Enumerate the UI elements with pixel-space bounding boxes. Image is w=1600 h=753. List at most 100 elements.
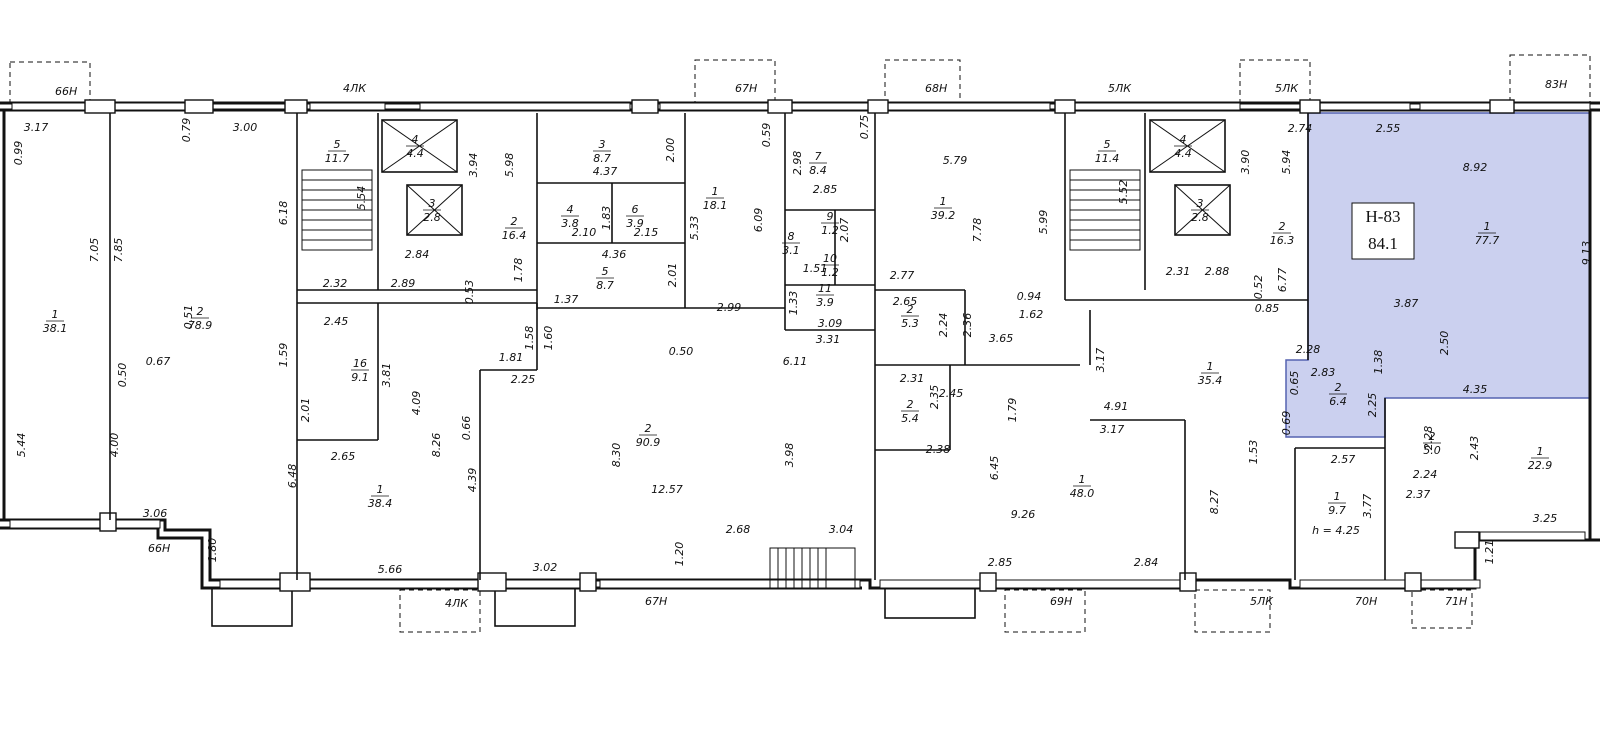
room-label: 44.4 bbox=[1174, 133, 1192, 160]
room-area: 3.1 bbox=[782, 244, 800, 257]
room-area: 11.4 bbox=[1095, 152, 1120, 165]
unit-label: Н-83 84.1 bbox=[1351, 202, 1415, 260]
opening-bottom-label: 66Н bbox=[148, 542, 170, 555]
room-area: 9.1 bbox=[351, 371, 369, 384]
room-area: 3.8 bbox=[561, 217, 579, 230]
room-number: 4 bbox=[412, 133, 419, 146]
dimension-label: 2.43 bbox=[1468, 436, 1481, 461]
dimension-label: 1.37 bbox=[554, 293, 579, 306]
room-area: 16.3 bbox=[1270, 234, 1295, 247]
dimension-label: 0.66 bbox=[460, 416, 473, 441]
dimension-label: 3.77 bbox=[1361, 494, 1374, 519]
dimension-label: 3.65 bbox=[989, 332, 1014, 345]
room-label: 101.2 bbox=[821, 252, 839, 279]
room-area: 39.2 bbox=[931, 209, 956, 222]
opening-top-label: 68Н bbox=[925, 82, 947, 95]
dimension-label: 2.50 bbox=[1438, 331, 1451, 356]
dimension-label: 5.98 bbox=[503, 153, 516, 178]
dimension-label: 6.11 bbox=[783, 355, 808, 368]
room-number: 2 bbox=[1279, 220, 1286, 233]
dimension-label: 0.94 bbox=[1017, 290, 1042, 303]
room-area: 2.8 bbox=[1191, 211, 1209, 224]
dimension-label: 8.92 bbox=[1463, 161, 1488, 174]
dimension-label: 9.26 bbox=[1011, 508, 1036, 521]
dimension-label: 3.17 bbox=[24, 121, 49, 134]
dimension-label: 6.18 bbox=[277, 201, 290, 226]
dimension-label: 1.21 bbox=[1483, 540, 1496, 565]
room-label: 169.1 bbox=[351, 357, 369, 384]
room-label: 58.7 bbox=[596, 265, 614, 292]
dimension-label: 7.78 bbox=[971, 218, 984, 243]
room-area: 3.9 bbox=[626, 217, 644, 230]
room-label: 63.9 bbox=[626, 203, 644, 230]
room-label: 32.8 bbox=[1191, 197, 1209, 224]
dimension-label: 5.79 bbox=[943, 154, 968, 167]
dimension-label: 2.98 bbox=[791, 151, 804, 176]
dimension-label: 1.38 bbox=[1372, 350, 1385, 375]
room-area: 1.2 bbox=[821, 224, 839, 237]
dimension-label: 6.09 bbox=[752, 208, 765, 233]
room-label: 139.2 bbox=[931, 195, 956, 222]
room-label: 118.1 bbox=[703, 185, 728, 212]
opening-top-label: 66Н bbox=[55, 85, 77, 98]
dimension-label: 0.51 bbox=[182, 305, 195, 330]
room-label: 32.8 bbox=[423, 197, 441, 224]
opening-top-label: 5ЛК bbox=[1108, 82, 1132, 95]
room-label: 138.1 bbox=[43, 308, 68, 335]
columns bbox=[84, 99, 1515, 592]
dimension-label: 2.25 bbox=[511, 373, 536, 386]
room-area: 2.8 bbox=[423, 211, 441, 224]
dimension-label: 2.45 bbox=[939, 387, 964, 400]
dimension-label: 4.36 bbox=[602, 248, 627, 261]
dimension-label: 2.84 bbox=[405, 248, 430, 261]
dimension-label: 2.99 bbox=[717, 301, 742, 314]
dimension-label: 2.83 bbox=[1311, 366, 1336, 379]
room-label: 25.4 bbox=[901, 398, 919, 425]
dimension-label: 4.00 bbox=[108, 433, 121, 458]
dimension-label: 2.32 bbox=[323, 277, 348, 290]
dimension-label: 8.30 bbox=[610, 443, 623, 468]
highlighted-unit-area[interactable] bbox=[1285, 112, 1591, 438]
room-label: 43.8 bbox=[561, 203, 579, 230]
room-area: 3.9 bbox=[816, 296, 834, 309]
dimension-label: 8.27 bbox=[1208, 490, 1221, 515]
dimension-label: 1.62 bbox=[1019, 308, 1044, 321]
opening-bottom-label: 70Н bbox=[1355, 595, 1377, 608]
dimension-label: 2.55 bbox=[1376, 122, 1401, 135]
dimension-label: 2.45 bbox=[324, 315, 349, 328]
room-label: 278.9 bbox=[188, 305, 213, 332]
dimension-label: 12.57 bbox=[651, 483, 683, 496]
dimension-label: 3.94 bbox=[467, 153, 480, 178]
dimension-label: 5.66 bbox=[378, 563, 403, 576]
dimension-label: 2.00 bbox=[664, 138, 677, 163]
room-label: 113.9 bbox=[816, 282, 834, 309]
interior-walls bbox=[109, 113, 1386, 580]
dimension-label: 1.83 bbox=[600, 206, 613, 231]
dimension-label: 1.20 bbox=[673, 542, 686, 567]
opening-bottom-label: 71Н bbox=[1445, 595, 1467, 608]
room-area: 78.9 bbox=[188, 319, 213, 332]
dimension-label: 2.35 bbox=[928, 385, 941, 410]
room-label: 177.7 bbox=[1475, 220, 1500, 247]
room-number: 2 bbox=[197, 305, 204, 318]
windows bbox=[9, 102, 1591, 589]
room-number: 6 bbox=[632, 203, 639, 216]
dimension-label: 2.77 bbox=[890, 269, 915, 282]
dimension-label: 2.10 bbox=[572, 226, 597, 239]
room-label: 290.9 bbox=[636, 422, 661, 449]
room-area: 16.4 bbox=[502, 229, 527, 242]
dimension-label: 1.33 bbox=[787, 291, 800, 316]
dimension-label: 6.48 bbox=[286, 464, 299, 489]
room-label: 91.2 bbox=[821, 210, 839, 237]
dimension-label: 5.94 bbox=[1280, 150, 1293, 175]
dimension-label: 2.01 bbox=[299, 398, 312, 423]
room-number: 3 bbox=[599, 138, 606, 151]
dimension-label: 3.25 bbox=[1533, 512, 1558, 525]
opening-bottom-label: 4ЛК bbox=[445, 597, 469, 610]
room-area: 38.1 bbox=[43, 322, 68, 335]
dimension-label: 3.17 bbox=[1100, 423, 1125, 436]
dimension-label: 2.38 bbox=[926, 443, 951, 456]
dimension-label: 3.09 bbox=[818, 317, 843, 330]
room-number: 1 bbox=[940, 195, 947, 208]
room-number: 8 bbox=[788, 230, 795, 243]
